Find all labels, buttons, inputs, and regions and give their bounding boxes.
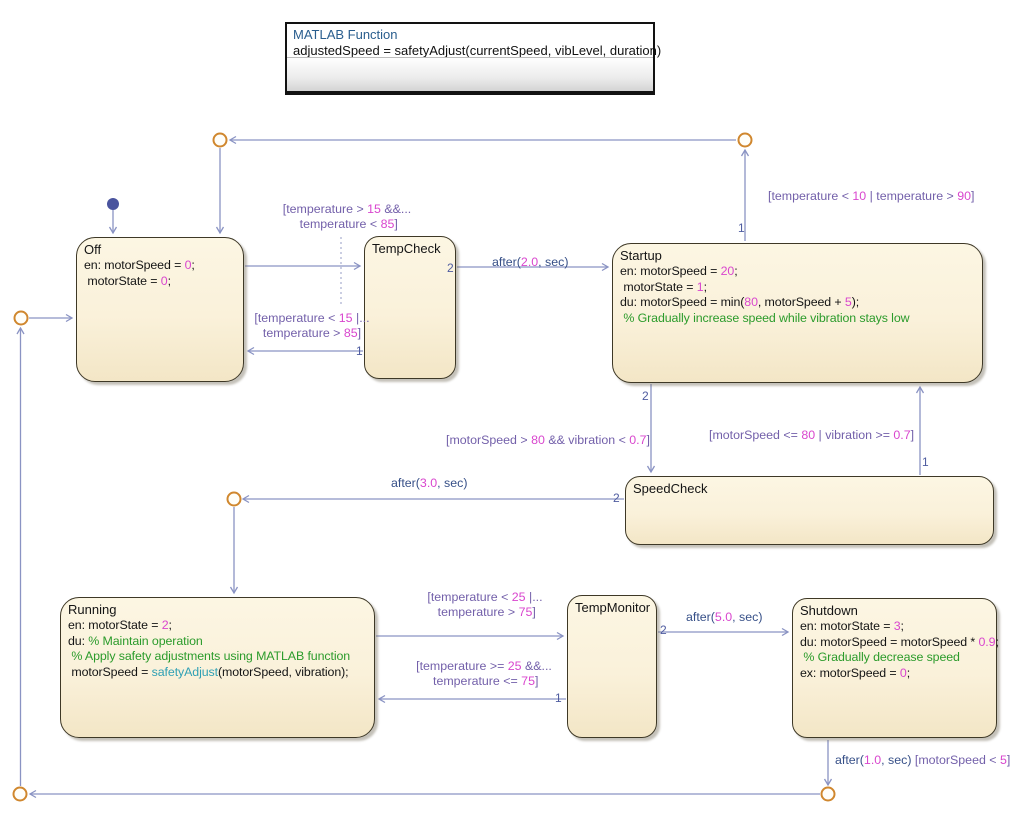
priority-tempcheck-to-startup: 2: [447, 261, 454, 275]
junction-left[interactable]: [13, 310, 29, 326]
priority-speedcheck-to-startup: 1: [922, 455, 929, 469]
matlab-function-block-title: MATLAB Function: [293, 27, 398, 42]
state-startup-title: Startup: [620, 248, 662, 263]
priority-tempcheck-to-off: 1: [356, 344, 363, 358]
junction-top-right[interactable]: [737, 132, 753, 148]
junction-bottom-left[interactable]: [12, 786, 28, 802]
state-speedcheck-title: SpeedCheck: [633, 481, 708, 496]
state-tempmonitor-title: TempMonitor: [575, 600, 651, 615]
junction-bottom-right[interactable]: [820, 786, 836, 802]
matlab-function-block-gradient: [287, 57, 653, 91]
priority-startup-to-speedcheck: 2: [642, 389, 649, 403]
junction-top-left[interactable]: [212, 132, 228, 148]
label-tempcheck-to-startup[interactable]: after(2.0, sec): [492, 255, 569, 269]
state-off[interactable]: Off en: motorSpeed = 0; motorState = 0;: [76, 237, 244, 382]
matlab-function-block-code: adjustedSpeed = safetyAdjust(currentSpee…: [293, 43, 662, 58]
label-speedcheck-to-running[interactable]: after(3.0, sec): [391, 476, 468, 490]
default-transition-dot[interactable]: [107, 198, 119, 210]
state-startup[interactable]: Startup en: motorSpeed = 20; motorState …: [612, 243, 983, 383]
state-running-title: Running: [68, 602, 117, 617]
state-off-body: en: motorSpeed = 0; motorState = 0;: [84, 258, 195, 288]
label-tempcheck-to-off[interactable]: [temperature < 15 |...temperature > 85]: [254, 311, 370, 340]
label-tempmonitor-to-running[interactable]: [temperature >= 25 &&... temperature <= …: [416, 659, 552, 688]
junction-mid-left[interactable]: [226, 491, 242, 507]
label-speedcheck-to-startup[interactable]: [motorSpeed <= 80 | vibration >= 0.7]: [709, 428, 915, 442]
label-tempmonitor-to-shutdown[interactable]: after(5.0, sec): [686, 610, 763, 624]
label-startup-to-off[interactable]: [temperature < 10 | temperature > 90]: [768, 189, 975, 203]
label-shutdown-to-off[interactable]: after(1.0, sec) [motorSpeed < 5]: [835, 753, 1011, 767]
state-running[interactable]: Running en: motorState = 2;du: % Maintai…: [60, 597, 375, 738]
priority-tempmonitor-to-running: 1: [555, 691, 562, 705]
state-tempmonitor[interactable]: TempMonitor: [567, 595, 657, 738]
state-startup-body: en: motorSpeed = 20; motorState = 1;du: …: [620, 264, 910, 325]
priority-speedcheck-to-running: 2: [613, 491, 620, 505]
priority-startup-to-off: 1: [738, 221, 745, 235]
state-shutdown-body: en: motorState = 3;du: motorSpeed = moto…: [800, 619, 999, 680]
label-running-to-tempmonitor[interactable]: [temperature < 25 |... temperature > 75]: [427, 590, 543, 619]
state-shutdown-title: Shutdown: [800, 603, 858, 618]
state-shutdown[interactable]: Shutdown en: motorState = 3;du: motorSpe…: [792, 598, 999, 738]
state-speedcheck[interactable]: SpeedCheck: [625, 476, 994, 545]
label-off-to-tempcheck[interactable]: [temperature > 15 &&... temperature < 85…: [282, 202, 412, 231]
priority-tempmonitor-to-shutdown: 2: [660, 623, 667, 637]
matlab-function-block[interactable]: MATLAB Function adjustedSpeed = safetyAd…: [285, 22, 662, 95]
state-tempcheck-title: TempCheck: [372, 241, 441, 256]
label-startup-to-speedcheck[interactable]: [motorSpeed > 80 && vibration < 0.7]: [446, 433, 650, 447]
state-running-body: en: motorState = 2;du: % Maintain operat…: [68, 618, 351, 679]
state-off-title: Off: [84, 242, 102, 257]
state-tempcheck[interactable]: TempCheck: [364, 236, 456, 379]
